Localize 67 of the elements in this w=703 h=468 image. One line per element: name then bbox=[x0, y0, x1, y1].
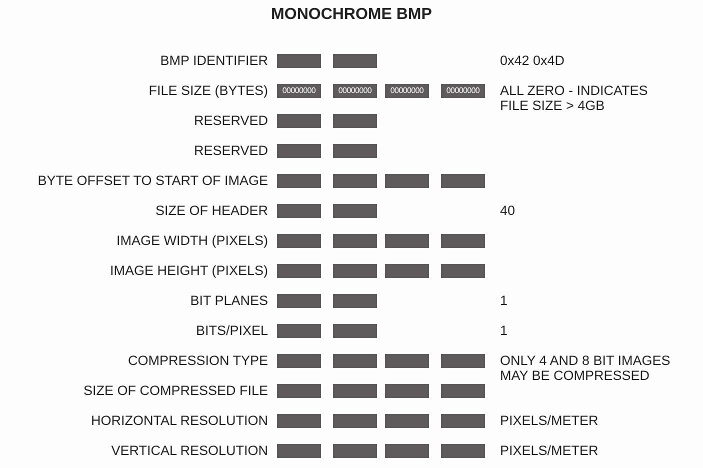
diagram-title: MONOCHROME BMP bbox=[270, 6, 433, 24]
byte-field bbox=[333, 114, 377, 128]
byte-field bbox=[441, 414, 485, 428]
byte-field bbox=[277, 354, 321, 368]
byte-field bbox=[277, 234, 321, 248]
byte-field bbox=[277, 114, 321, 128]
field-label: RESERVED bbox=[194, 113, 268, 128]
byte-field bbox=[333, 174, 377, 188]
byte-field bbox=[277, 264, 321, 278]
byte-field bbox=[333, 354, 377, 368]
byte-field: 00000000 bbox=[441, 84, 485, 98]
byte-field bbox=[385, 174, 429, 188]
byte-field bbox=[441, 174, 485, 188]
byte-field: 00000000 bbox=[277, 84, 321, 98]
byte-field bbox=[441, 384, 485, 398]
byte-field bbox=[333, 144, 377, 158]
field-label: SIZE OF COMPRESSED FILE bbox=[83, 383, 268, 398]
field-label: SIZE OF HEADER bbox=[155, 203, 268, 218]
byte-field bbox=[385, 414, 429, 428]
byte-field bbox=[385, 234, 429, 248]
byte-field bbox=[277, 414, 321, 428]
byte-field bbox=[277, 54, 321, 68]
byte-field bbox=[333, 324, 377, 338]
field-note: PIXELS/METER bbox=[500, 443, 598, 458]
byte-field bbox=[385, 444, 429, 458]
field-note: PIXELS/METER bbox=[500, 413, 598, 428]
byte-field: 00000000 bbox=[385, 84, 429, 98]
byte-field bbox=[333, 414, 377, 428]
field-label: IMAGE WIDTH (PIXELS) bbox=[116, 233, 268, 248]
byte-field bbox=[385, 264, 429, 278]
field-note: 0x42 0x4D bbox=[500, 53, 565, 68]
byte-field bbox=[441, 444, 485, 458]
field-label: BIT PLANES bbox=[190, 293, 268, 308]
byte-field bbox=[277, 204, 321, 218]
field-note: 40 bbox=[500, 203, 516, 218]
byte-field bbox=[441, 354, 485, 368]
field-label: RESERVED bbox=[194, 143, 268, 158]
byte-field bbox=[385, 384, 429, 398]
byte-field bbox=[277, 384, 321, 398]
field-label: HORIZONTAL RESOLUTION bbox=[90, 413, 268, 428]
byte-field bbox=[277, 324, 321, 338]
byte-field bbox=[333, 444, 377, 458]
field-label: BMP IDENTIFIER bbox=[160, 53, 268, 68]
field-label: BYTE OFFSET TO START OF IMAGE bbox=[38, 173, 268, 188]
byte-field bbox=[277, 294, 321, 308]
byte-field: 00000000 bbox=[333, 84, 377, 98]
field-label: IMAGE HEIGHT (PIXELS) bbox=[110, 263, 268, 278]
byte-field bbox=[333, 204, 377, 218]
byte-field bbox=[333, 234, 377, 248]
field-label: VERTICAL RESOLUTION bbox=[111, 443, 268, 458]
field-note: ONLY 4 AND 8 BIT IMAGES MAY BE COMPRESSED bbox=[500, 353, 672, 383]
byte-field bbox=[333, 384, 377, 398]
byte-field bbox=[333, 54, 377, 68]
byte-field bbox=[333, 264, 377, 278]
field-label: BITS/PIXEL bbox=[196, 323, 268, 338]
byte-field bbox=[277, 444, 321, 458]
field-label: FILE SIZE (BYTES) bbox=[148, 83, 268, 98]
field-note: ALL ZERO - INDICATES FILE SIZE > 4GB bbox=[500, 83, 649, 113]
byte-field bbox=[385, 354, 429, 368]
byte-field bbox=[333, 294, 377, 308]
byte-field bbox=[441, 234, 485, 248]
byte-field bbox=[277, 174, 321, 188]
field-note: 1 bbox=[500, 293, 508, 308]
field-note: 1 bbox=[500, 323, 508, 338]
byte-field bbox=[277, 144, 321, 158]
field-label: COMPRESSION TYPE bbox=[128, 353, 268, 368]
byte-field bbox=[441, 264, 485, 278]
